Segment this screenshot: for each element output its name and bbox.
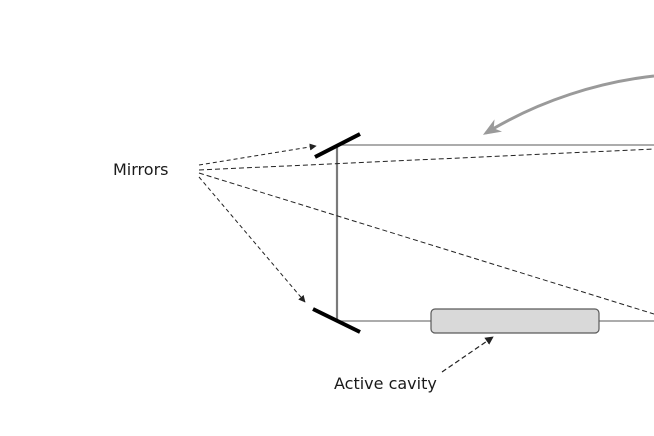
- top-left-mirror: [314, 132, 361, 159]
- mirror-pointer-top-left: [198, 143, 317, 166]
- mirror-pointer-bottom-left: [198, 176, 306, 303]
- mirrors-label: Mirrors: [113, 160, 168, 179]
- mirror-pointer-top-right: [198, 148, 654, 171]
- active-cavity-label: Active cavity: [334, 374, 437, 393]
- mirror-pointer-bottom-right: [198, 172, 654, 315]
- curved-arrow: [482, 74, 654, 135]
- active-cavity-pointer: [441, 336, 494, 373]
- bottom-left-mirror: [312, 307, 361, 334]
- active-cavity-box: [430, 308, 600, 334]
